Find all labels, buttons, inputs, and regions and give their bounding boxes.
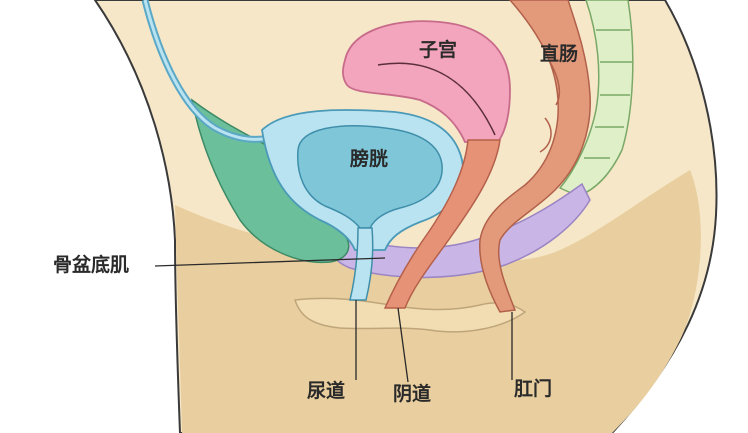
uterus-label: 子宫 — [419, 39, 458, 61]
vagina-canal — [383, 139, 501, 309]
pelvic-floor-leader — [154, 257, 386, 267]
uterus — [342, 20, 511, 143]
urethra-label: 尿道 — [307, 380, 346, 402]
pelvic-floor-label: 骨盆底肌 — [53, 254, 130, 276]
rectum-label: 直肠 — [540, 43, 579, 65]
buttock-area — [175, 170, 701, 433]
bladder-inner — [296, 125, 443, 229]
urethra-tube — [349, 227, 374, 301]
anus-label: 肛门 — [514, 378, 553, 400]
pelvic-floor-muscle — [330, 182, 591, 279]
bladder-label: 膀胱 — [350, 148, 389, 170]
vagina-leader — [397, 307, 409, 383]
rectum — [479, 0, 591, 313]
vagina-label: 阴道 — [393, 383, 432, 405]
